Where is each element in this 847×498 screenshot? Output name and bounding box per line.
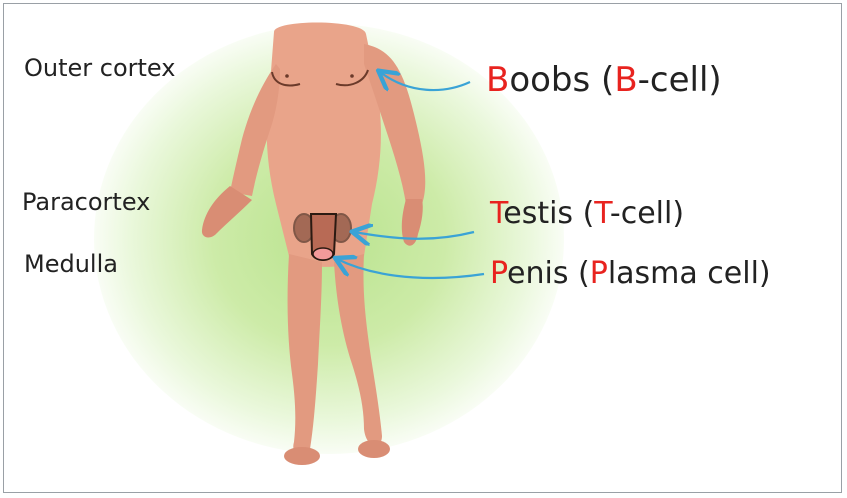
diagram-frame: Outer cortex Paracortex Medulla Boobs (B… — [3, 3, 842, 493]
foot-left — [284, 447, 320, 465]
foot-right — [358, 440, 390, 458]
label-penis-plasma-cell: Penis (Plasma cell) — [490, 256, 771, 291]
boobs-text: oobs ( — [509, 60, 614, 100]
testis-text: estis ( — [503, 196, 594, 231]
label-medulla: Medulla — [24, 250, 118, 278]
testis-initial: T — [490, 196, 503, 231]
leg-right — [334, 254, 382, 445]
label-testis-t-cell: Testis (T-cell) — [490, 196, 684, 231]
penis-tip — [313, 248, 333, 260]
label-outer-cortex: Outer cortex — [24, 54, 175, 82]
penis-initial: P — [490, 256, 507, 291]
boobs-initial: B — [486, 60, 509, 100]
b-cell-text: -cell) — [638, 60, 722, 100]
label-boobs-b-cell: Boobs (B-cell) — [486, 60, 722, 100]
penis-text: enis ( — [507, 256, 590, 291]
leg-left — [288, 254, 322, 456]
plasma-cell-text: lasma cell) — [608, 256, 771, 291]
t-cell-initial: T — [594, 196, 610, 231]
label-paracortex: Paracortex — [22, 188, 150, 216]
b-cell-initial: B — [614, 60, 637, 100]
t-cell-text: -cell) — [610, 196, 684, 231]
plasma-cell-initial: P — [590, 256, 608, 291]
